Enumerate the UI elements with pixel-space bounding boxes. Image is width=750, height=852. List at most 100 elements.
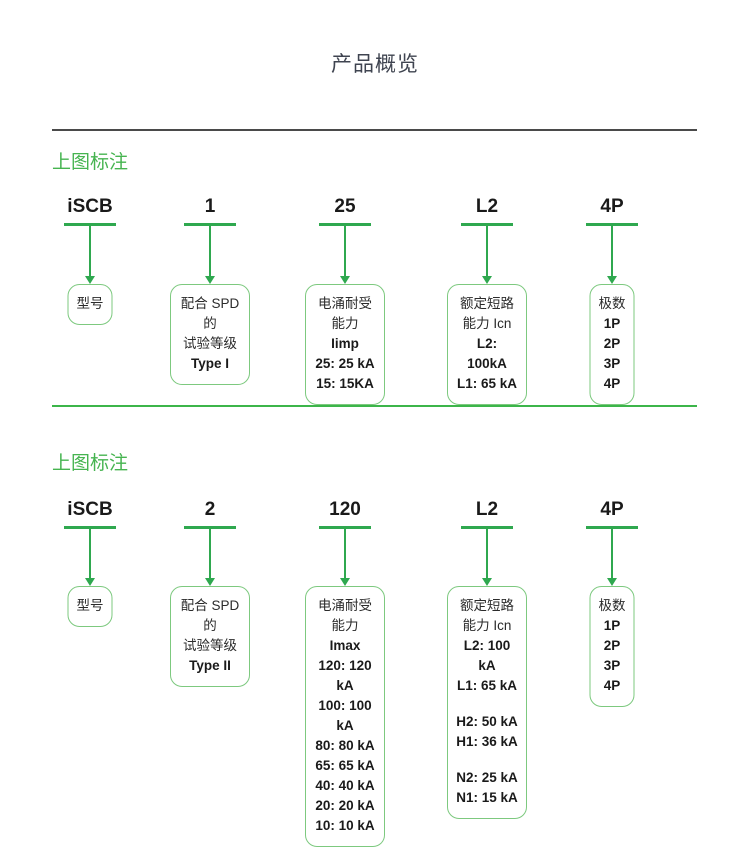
box-title: 额定短路能力 Icn (460, 598, 514, 633)
arrow-down-icon (607, 276, 617, 284)
box-line: L2: 100kA (467, 336, 507, 371)
box-line: Imax (329, 638, 361, 653)
box-line: 1P (603, 316, 621, 331)
arrow-down-icon (85, 578, 95, 586)
box-line: 25: 25 kA (315, 356, 375, 371)
box-line: 20: 20 kA (315, 798, 375, 813)
arrow-down-icon (205, 276, 215, 284)
box-line-spacer (456, 752, 518, 768)
arrow-down-icon (482, 276, 492, 284)
box-title: 电涌耐受能力 (318, 296, 372, 331)
code-column: 4P 极数 1P 2P 3P 4P (532, 196, 692, 405)
code-column: iSCB 型号 (10, 196, 170, 325)
box-line: 试验等级 (183, 638, 237, 653)
box-line: 15: 15KA (316, 376, 374, 391)
connector-stem (209, 225, 211, 276)
code-segment-label: 2 (204, 499, 216, 520)
box-line: 3P (603, 356, 621, 371)
code-segment-label: 120 (329, 499, 361, 520)
arrow-down-icon (607, 578, 617, 586)
box-line: 3P (603, 658, 621, 673)
connector-stem (89, 225, 91, 276)
code-meaning-box: 极数 1P 2P 3P 4P (589, 586, 635, 707)
box-line: 10: 10 kA (315, 818, 375, 833)
box-line: H2: 50 kA (456, 714, 518, 729)
code-segment-label: 1 (204, 196, 216, 217)
connector-bar (586, 223, 638, 226)
box-line: 80: 80 kA (315, 738, 375, 753)
code-segment-label: 4P (600, 196, 624, 217)
connector-bar (64, 526, 116, 529)
section-heading-1: 上图标注 (52, 152, 129, 173)
connector-bar (461, 526, 513, 529)
connector-bar (64, 223, 116, 226)
code-segment-label: iSCB (67, 499, 113, 520)
box-line: 65: 65 kA (315, 758, 375, 773)
code-segment-label: iSCB (67, 196, 113, 217)
box-line: 4P (603, 678, 621, 693)
arrow-down-icon (340, 276, 350, 284)
box-line: Type II (189, 658, 231, 673)
arrow-down-icon (205, 578, 215, 586)
code-column: 1 配合 SPD 的试验等级 Type I (130, 196, 290, 385)
box-line: H1: 36 kA (456, 734, 518, 749)
box-title: 额定短路能力 Icn (460, 296, 514, 331)
section-divider-1 (52, 129, 697, 131)
code-meaning-box: 配合 SPD 的试验等级 Type I (170, 284, 250, 385)
code-meaning-box: 电涌耐受能力 Iimp 25: 25 kA 15: 15KA (305, 284, 385, 405)
box-title: 极数 (598, 598, 626, 613)
code-meaning-box: 型号 (67, 586, 113, 627)
connector-stem (344, 225, 346, 276)
code-meaning-box: 型号 (67, 284, 113, 325)
box-line: Type I (190, 356, 229, 371)
box-title: 型号 (76, 296, 104, 311)
arrow-down-icon (482, 578, 492, 586)
box-line: 4P (603, 376, 621, 391)
box-line: 100: 100 kA (318, 698, 372, 733)
arrow-down-icon (340, 578, 350, 586)
arrow-down-icon (85, 276, 95, 284)
box-line: N2: 25 kA (456, 770, 518, 785)
box-line: N1: 15 kA (456, 790, 518, 805)
box-line: 120: 120 kA (318, 658, 372, 693)
section-heading-2: 上图标注 (52, 453, 129, 474)
connector-stem (486, 528, 488, 578)
code-segment-label: 25 (334, 196, 356, 217)
box-title: 极数 (598, 296, 626, 311)
code-column: 25 电涌耐受能力 Iimp 25: 25 kA 15: 15KA (265, 196, 425, 405)
connector-stem (209, 528, 211, 578)
connector-stem (611, 528, 613, 578)
box-line-spacer (456, 696, 518, 712)
box-line: L2: 100 kA (463, 638, 511, 673)
connector-bar (319, 223, 371, 226)
connector-stem (611, 225, 613, 276)
page-title: 产品概览 (331, 53, 419, 76)
code-column: 4P 极数 1P 2P 3P 4P (532, 499, 692, 707)
box-line: L1: 65 kA (456, 678, 518, 693)
box-line: 1P (603, 618, 621, 633)
box-line: Iimp (331, 336, 359, 351)
box-line: 试验等级 (183, 336, 237, 351)
connector-bar (184, 223, 236, 226)
box-line: L1: 65 kA (456, 376, 518, 391)
box-line: 40: 40 kA (315, 778, 375, 793)
connector-stem (486, 225, 488, 276)
box-title: 配合 SPD 的 (180, 296, 240, 331)
code-segment-label: L2 (475, 196, 499, 217)
connector-bar (461, 223, 513, 226)
connector-stem (89, 528, 91, 578)
connector-bar (586, 526, 638, 529)
connector-bar (319, 526, 371, 529)
connector-stem (344, 528, 346, 578)
code-meaning-box: 极数 1P 2P 3P 4P (589, 284, 635, 405)
section-divider-2 (52, 405, 697, 407)
box-line: 2P (603, 336, 621, 351)
code-segment-label: 4P (600, 499, 624, 520)
box-line: 2P (603, 638, 621, 653)
